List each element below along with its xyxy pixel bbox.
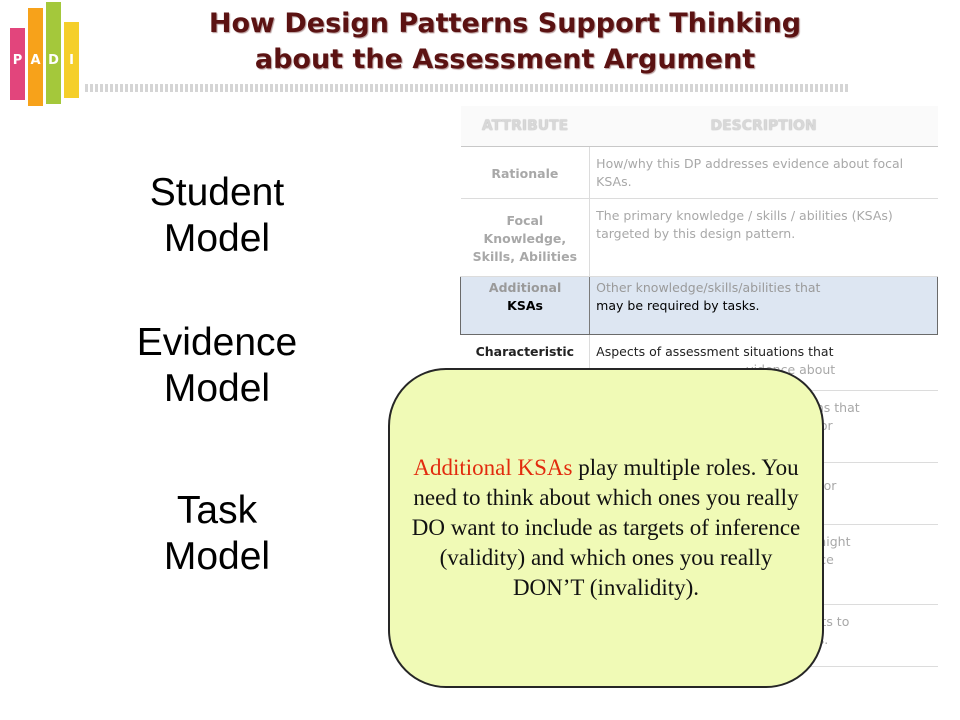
task-model-label: Task Model — [112, 488, 322, 580]
logo-bar-p — [10, 28, 25, 100]
attribute-cell: Rationale — [460, 146, 591, 199]
title-divider — [85, 84, 850, 92]
logo-bar-d — [46, 2, 61, 104]
description-cell-line-1: Aspects of assessment situations that — [596, 344, 834, 359]
callout-text: Additional KSAs play multiple roles. You… — [408, 453, 804, 603]
logo-letter-p: P — [13, 53, 23, 68]
student-model-line-2: Model — [163, 217, 271, 260]
page-title: How Design Patterns Support Thinking abo… — [110, 6, 900, 78]
callout-bubble: Additional KSAs play multiple roles. You… — [388, 368, 824, 688]
task-model-line-2: Model — [163, 535, 271, 578]
logo-letter-i: I — [69, 53, 74, 68]
callout-body: play multiple roles. You need to think a… — [411, 455, 801, 600]
description-cell-line-1: Other knowledge/skills/abilities that — [596, 280, 821, 295]
evidence-model-label: Evidence Model — [112, 320, 322, 412]
attribute-cell-line-1: Additional — [488, 280, 562, 295]
logo-letter-d: D — [48, 53, 59, 68]
student-model-line-1: Student — [149, 171, 285, 214]
description-cell-line-2: may be required by tasks. — [596, 298, 760, 313]
table-row: Focal Knowledge, Skills, Abilities The p… — [460, 198, 938, 277]
logo-bar-a — [28, 8, 43, 106]
title-line-2: about the Assessment Argument — [254, 44, 756, 75]
column-header-description: DESCRIPTION — [589, 106, 938, 147]
attribute-cell: Focal Knowledge, Skills, Abilities — [460, 198, 591, 277]
table-row: Rationale How/why this DP addresses evid… — [460, 146, 938, 199]
attribute-cell: Additional KSAs — [459, 276, 591, 335]
table-header-row: ATTRIBUTE DESCRIPTION — [460, 106, 938, 147]
attribute-cell-line-2: KSAs — [507, 298, 543, 313]
evidence-model-line-2: Model — [163, 367, 271, 410]
description-cell: The primary knowledge / skills / abiliti… — [589, 198, 938, 277]
padi-logo: P A D I — [10, 2, 79, 106]
description-cell: Other knowledge/skills/abilities that ma… — [589, 276, 938, 335]
title-line-1: How Design Patterns Support Thinking — [208, 8, 802, 39]
logo-bar-i — [64, 22, 79, 98]
evidence-model-line-1: Evidence — [136, 321, 298, 364]
column-header-attribute: ATTRIBUTE — [460, 106, 590, 147]
student-model-label: Student Model — [112, 170, 322, 262]
description-cell: How/why this DP addresses evidence about… — [589, 146, 938, 199]
logo-letter-a: A — [30, 53, 40, 68]
task-model-line-1: Task — [176, 489, 258, 532]
callout-highlight: Additional KSAs — [413, 455, 573, 480]
table-row-highlighted: Additional KSAs Other knowledge/skills/a… — [459, 276, 938, 335]
